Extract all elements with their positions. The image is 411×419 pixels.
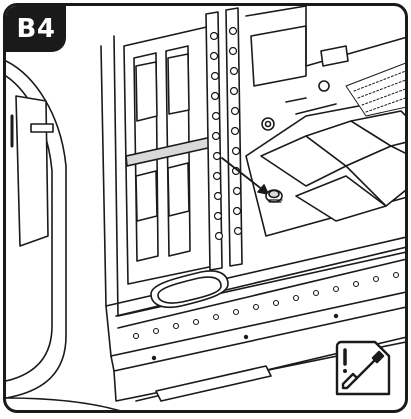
interior-bay — [245, 6, 405, 131]
top-grille — [345, 62, 405, 117]
expansion-slots — [123, 25, 218, 285]
thumbscrew-icon — [265, 189, 283, 203]
cable-cutout — [150, 270, 229, 309]
step-label: B4 — [16, 14, 56, 44]
instruction-panel: B4 — [3, 3, 408, 413]
screwdriver-caution-icon — [333, 338, 393, 398]
case-illustration — [6, 6, 405, 410]
side-panel — [6, 60, 121, 410]
slot-rail — [205, 7, 243, 271]
install-arrow — [221, 157, 269, 195]
step-badge: B4 — [6, 6, 66, 52]
drive-bay-floor — [245, 96, 405, 237]
